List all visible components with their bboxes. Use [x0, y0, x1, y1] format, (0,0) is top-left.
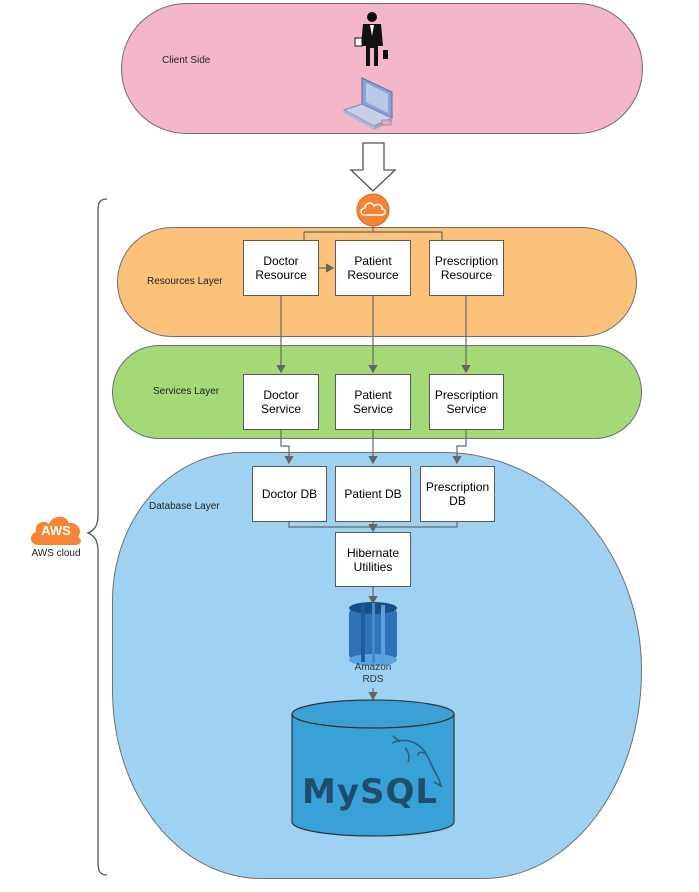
amazon-rds-icon: [349, 602, 397, 666]
amazon-rds-label: Amazon RDS: [354, 662, 392, 685]
services-layer-label: Services Layer: [153, 386, 220, 397]
aws-badge-text: AWS: [41, 523, 71, 538]
laptop-icon: [342, 77, 394, 130]
patient-db-box[interactable]: Patient DB: [335, 466, 411, 522]
prescription-service-box[interactable]: Prescription Service: [429, 374, 504, 430]
doctor-service-box[interactable]: Doctor Service: [243, 374, 319, 430]
prescription-db-box[interactable]: Prescription DB: [420, 466, 495, 522]
mysql-logo-text: MySQL: [302, 772, 439, 812]
hibernate-utilities-box[interactable]: Hibernate Utilities: [335, 532, 411, 587]
mysql-database-cylinder: [291, 699, 455, 837]
prescription-resource-box[interactable]: Prescription Resource: [429, 240, 504, 296]
aws-bracket: [86, 198, 108, 876]
database-layer-label: Database Layer: [149, 501, 220, 512]
aws-cloud-icon: AWS: [28, 511, 84, 547]
patient-resource-box[interactable]: Patient Resource: [335, 240, 411, 296]
doctor-resource-box[interactable]: Doctor Resource: [243, 240, 319, 296]
patient-service-box[interactable]: Patient Service: [335, 374, 411, 430]
mysql-dolphin-icon: [391, 735, 443, 788]
user-person-icon: [354, 12, 388, 66]
client-side-label: Client Side: [162, 55, 211, 66]
resources-layer-label: Resources Layer: [147, 276, 223, 287]
client-to-cloud-arrow: [349, 142, 397, 192]
aws-cloud-label: AWS cloud: [31, 548, 81, 559]
doctor-db-box[interactable]: Doctor DB: [252, 466, 327, 522]
api-gateway-cloud-icon: [356, 193, 390, 227]
